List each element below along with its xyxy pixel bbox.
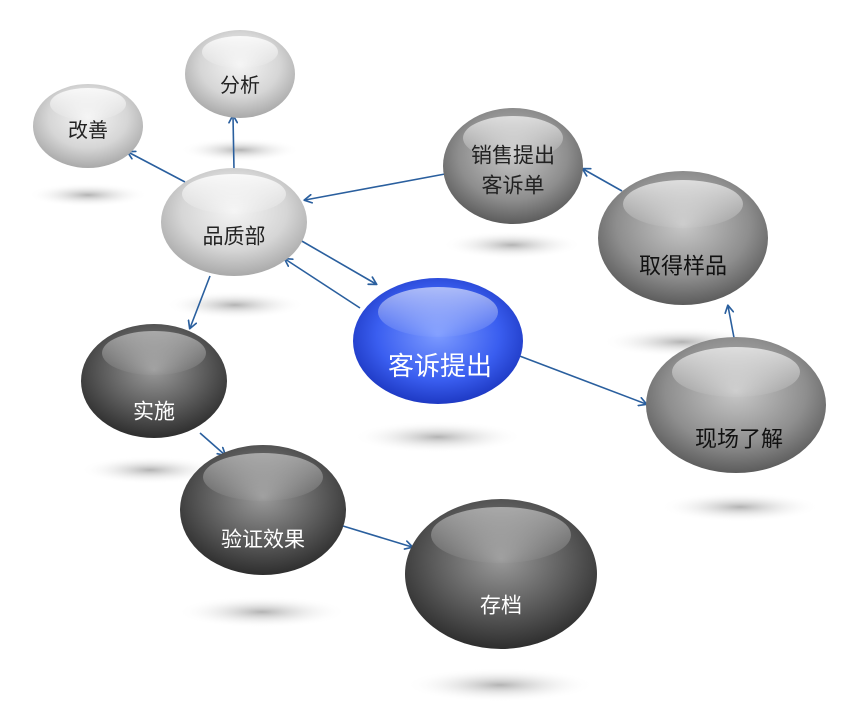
node-shadows: [28, 138, 820, 702]
node-qude: 取得样品: [598, 171, 768, 305]
shadow-xianchang: [660, 492, 820, 522]
node-label-fenxi: 分析: [220, 74, 260, 97]
shadow-cundang: [405, 668, 595, 702]
arrow-pinzhibu-to-fenxi: [228, 114, 239, 171]
node-xiaoshou: 销售提出 客诉单: [443, 108, 583, 224]
arrow-xianchang-to-qude: [724, 304, 736, 344]
shadow-xiaoshou: [442, 231, 582, 259]
shadow-shishi: [80, 456, 220, 484]
node-label-kesu: 客诉提出: [388, 351, 492, 381]
shadow-kesu: [353, 421, 523, 453]
node-fenxi: 分析: [185, 30, 295, 118]
arrow-yanzheng-to-cundang: [342, 525, 414, 550]
node-kesu: 客诉提出: [353, 278, 523, 404]
node-label-gaishan: 改善: [68, 119, 108, 142]
arrow-pinzhibu-to-shishi: [187, 275, 211, 330]
shadow-yanzheng: [177, 596, 347, 628]
node-cundang: 存档: [405, 499, 597, 649]
node-label-pinzhibu: 品质部: [203, 226, 266, 249]
arrow-shishi-to-yanzheng: [199, 432, 227, 457]
arrow-kesu-to-xianchang: [516, 354, 648, 407]
arrow-pinzhibu-to-gaishan: [126, 150, 186, 183]
node-xianchang: 现场了解: [646, 337, 826, 473]
connector-arrows: [126, 114, 736, 550]
node-label-qude: 取得样品: [639, 254, 727, 279]
node-shishi: 实施: [81, 324, 227, 438]
shadow-pinzhibu: [165, 291, 305, 319]
arrow-pinzhibu-to-kesu: [299, 239, 378, 286]
node-label-cundang: 存档: [480, 595, 522, 618]
node-pinzhibu: 品质部: [161, 168, 307, 276]
node-label-xiaoshou-line1: 销售提出: [471, 145, 555, 168]
arrow-xiaoshou-to-pinzhibu: [303, 173, 446, 204]
node-label-xiaoshou-line2: 客诉单: [482, 175, 545, 198]
shadow-fenxi: [180, 138, 300, 162]
node-yanzheng: 验证效果: [180, 445, 346, 575]
node-label-shishi: 实施: [133, 401, 175, 424]
arrow-qude-to-xiaoshou: [581, 167, 623, 192]
node-label-yanzheng: 验证效果: [221, 529, 305, 552]
arrow-kesu-to-pinzhibu: [283, 257, 361, 309]
node-label-xianchang: 现场了解: [695, 427, 783, 452]
shadow-gaishan: [28, 183, 148, 207]
node-gaishan: 改善: [33, 84, 143, 168]
